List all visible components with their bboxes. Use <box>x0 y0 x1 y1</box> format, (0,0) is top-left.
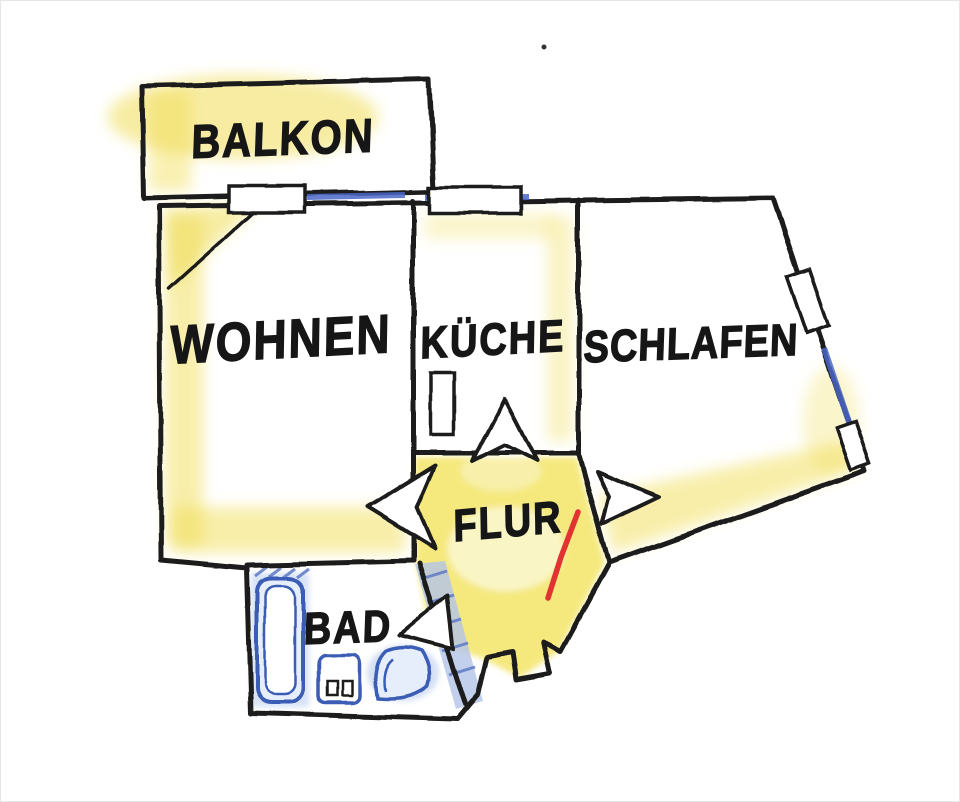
shower-basin <box>374 645 432 701</box>
wohnen-window-glass <box>306 192 406 200</box>
flur-center-light <box>448 507 564 591</box>
schlafen-window-glass <box>821 347 855 432</box>
room-label-balkon: BALKON <box>190 110 376 170</box>
entrance-door-red-line <box>545 509 581 601</box>
door-arrow-kueche <box>471 397 539 463</box>
balkon-left-shading <box>149 91 191 191</box>
door-arrow-wohnen <box>365 463 437 551</box>
door-arrow-bad <box>397 593 455 651</box>
wohnen-bottom-shading <box>173 507 405 553</box>
balkon-door-swing-line <box>167 202 265 291</box>
bathtub-inner <box>263 584 297 696</box>
kueche-door-leaf <box>428 371 456 437</box>
wall-schlafen-flur <box>576 452 612 566</box>
wohnen-corner-shading <box>163 203 259 288</box>
schlafen-bottom-shading <box>599 441 859 553</box>
stray-ink-dot <box>541 44 547 50</box>
room-label-kueche: KÜCHE <box>419 311 566 370</box>
flur-shading <box>415 451 605 678</box>
bathroom-fixtures <box>255 576 432 705</box>
toilet <box>316 653 362 705</box>
kueche-window-sill <box>427 185 523 215</box>
toilet-button-left <box>325 679 339 698</box>
toilet-button-right <box>340 679 354 698</box>
door-arrow-schlafen <box>595 469 661 526</box>
windows <box>227 184 872 473</box>
wall-bad-top <box>244 558 416 568</box>
yellow-pencil-shading <box>108 75 859 553</box>
flur-upper-light <box>461 451 541 491</box>
wohnen-window-sill <box>227 184 307 214</box>
shower-inner-line <box>383 658 395 692</box>
room-label-schlafen: SCHLAFEN <box>582 315 800 373</box>
room-label-flur: FLUR <box>452 492 563 553</box>
room-label-bad: BAD <box>302 601 394 655</box>
schlafen-window-sill-lower <box>834 419 872 473</box>
schlafen-window-sill-upper <box>784 266 832 336</box>
room-label-wohnen: WOHNEN <box>169 302 393 376</box>
kueche-right-shading <box>547 216 573 441</box>
apartment-outline <box>156 195 868 722</box>
kueche-top-shading <box>425 213 553 239</box>
door-arrows <box>365 397 661 651</box>
